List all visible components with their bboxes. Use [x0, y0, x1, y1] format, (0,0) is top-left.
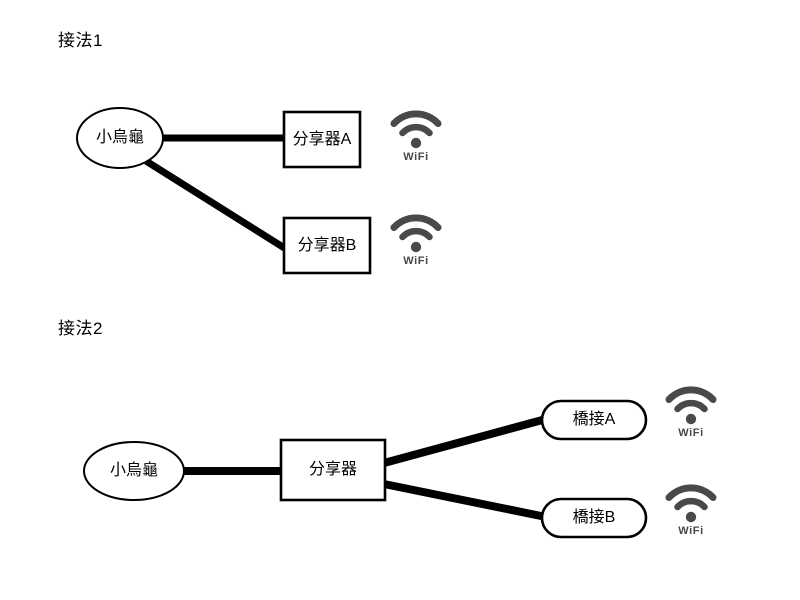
- link-modem-to-router-b: [144, 158, 288, 252]
- wifi-caption: WiFi: [678, 427, 704, 439]
- link-router-to-bridge-b: [383, 480, 547, 521]
- section-title-2: 接法2: [58, 319, 103, 338]
- node-router-b[interactable]: [282, 216, 372, 275]
- wifi-indicator-router-b: WiFi: [385, 212, 447, 267]
- link-router-to-bridge-a: [382, 415, 548, 467]
- wifi-icon: [665, 484, 717, 523]
- wifi-indicator-bridge-b: WiFi: [660, 482, 722, 537]
- wifi-icon: [390, 110, 442, 149]
- wifi-icon: [665, 386, 717, 425]
- section-title-1: 接法1: [58, 31, 103, 50]
- wifi-caption: WiFi: [403, 151, 429, 163]
- wifi-icon: [390, 214, 442, 253]
- node-modem-1[interactable]: [76, 107, 164, 169]
- node-modem-2[interactable]: [83, 441, 185, 501]
- wifi-caption: WiFi: [403, 255, 429, 267]
- node-router-a[interactable]: [282, 110, 362, 169]
- node-router-main[interactable]: [279, 438, 387, 502]
- node-bridge-b[interactable]: [540, 497, 648, 539]
- wifi-indicator-router-a: WiFi: [385, 108, 447, 163]
- wifi-indicator-bridge-a: WiFi: [660, 384, 722, 439]
- wifi-caption: WiFi: [678, 525, 704, 537]
- node-bridge-a[interactable]: [540, 399, 648, 441]
